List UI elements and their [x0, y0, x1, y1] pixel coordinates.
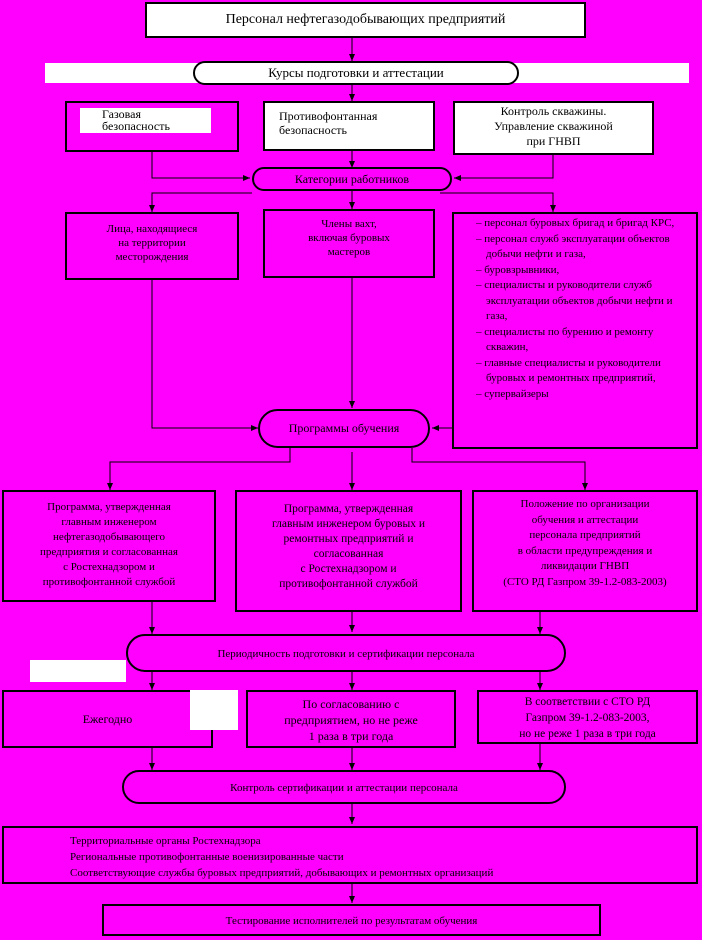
periodicity-sto-line-1: В соответствии с СТО РД — [524, 696, 651, 708]
program-producing-line-2: главным инженером — [61, 516, 157, 528]
periodicity-agreed: По согласованию с предприятием, но не ре… — [246, 690, 456, 748]
arrow-control-to-categories — [454, 155, 554, 181]
periodicity-yearly-text: Ежегодно — [82, 712, 133, 726]
course-type-well-control: Контроль скважины. Управление скважиной … — [453, 101, 654, 155]
category-list-item-text: персонал буровых бригад и бригад КРС, — [484, 217, 675, 229]
control-pill: Контроль сертификации и аттестации персо… — [122, 770, 566, 804]
course-type-gas — [65, 101, 239, 152]
category-list-item-text: специалисты по бурению и ремонту скважин… — [484, 325, 654, 354]
program-drilling-line-3: ремонтных предприятий и — [283, 533, 414, 545]
control-body-line: Территориальные органы Ростехнадзора — [70, 835, 261, 847]
category-crew-line-2: включая буровых — [308, 232, 390, 244]
program-drilling-line-1: Программа, утвержденная — [283, 503, 414, 515]
category-list-item: – буровзрывники, — [476, 263, 560, 276]
category-persons-line-1: Лица, находящиеся — [106, 223, 198, 235]
periodicity-sto: В соответствии с СТО РД Газпром 39-1.2-0… — [477, 690, 698, 744]
periodicity-agreed-line-1: По согласованию с — [302, 697, 400, 711]
periodicity-agreed-line-3: 1 раза в три года — [308, 729, 394, 743]
program-producing-line-5: с Ростехнадзором и — [63, 561, 155, 573]
arrow-programs-to-p3 — [411, 448, 588, 490]
control-text: Контроль сертификации и аттестации персо… — [230, 782, 458, 794]
program-drilling-line-6: противофонтанной службой — [279, 578, 418, 590]
programs-text: Программы обучения — [288, 421, 400, 435]
program-regulation: Положение по организации обучения и атте… — [472, 490, 698, 612]
category-list-item-text: специалисты и руководители служб эксплуа… — [484, 279, 673, 322]
category-persons-line-2: на территории — [118, 237, 186, 249]
program-producing-line-1: Программа, утвержденная — [47, 501, 171, 513]
periodicity-sto-line-3: но не реже 1 раза в три года — [519, 728, 656, 740]
category-list-item: – персонал буровых бригад и бригад КРС, — [476, 217, 675, 229]
category-list-item: – супервайзеры — [476, 387, 549, 400]
program-drilling-line-4: согласованная — [313, 548, 384, 560]
periodicity-pill: Периодичность подготовки и сертификации … — [126, 634, 566, 672]
category-list-item: – персонал служб эксплуатации объектов д… — [476, 232, 670, 261]
category-persons: Лица, находящиеся на территории месторож… — [65, 212, 239, 280]
category-list-item: – специалисты по бурению и ремонту скваж… — [476, 325, 654, 354]
periodicity-sto-line-2: Газпром 39-1.2-083-2003, — [525, 712, 650, 724]
course-type-well-control-line-3: при ГНВП — [526, 134, 581, 148]
testing-box: Тестирование исполнителей по результатам… — [102, 904, 601, 936]
course-type-well-control-line-2: Управление скважиной — [494, 119, 613, 133]
title-box: Персонал нефтегазодобывающих предприятий — [145, 2, 586, 38]
white-patch-left — [30, 660, 126, 682]
testing-text: Тестирование исполнителей по результатам… — [225, 915, 478, 927]
category-list-box: – персонал буровых бригад и бригад КРС, … — [452, 212, 698, 449]
program-regulation-line-3: персонала предприятий — [529, 529, 641, 541]
white-patch-middle — [190, 690, 238, 730]
programs-pill: Программы обучения — [258, 409, 430, 448]
course-type-gas-line-1: Газовая — [102, 107, 141, 121]
title-text: Персонал нефтегазодобывающих предприятий — [225, 12, 506, 27]
category-list-item-text: супервайзеры — [484, 387, 549, 400]
program-producing-line-4: предприятия и согласованная — [40, 546, 178, 558]
program-regulation-line-5: ликвидации ГНВП — [540, 560, 630, 572]
category-list-item: – специалисты и руководители служб экспл… — [476, 279, 673, 322]
category-crew: Члены вахт, включая буровых мастеров — [263, 209, 435, 278]
categories-pill: Категории работников — [252, 167, 452, 191]
category-persons-line-3: месторождения — [115, 251, 189, 263]
program-producing-line-6: противофонтанной службой — [42, 576, 176, 588]
courses-text: Курсы подготовки и аттестации — [268, 65, 444, 80]
control-bodies-box: Территориальные органы Ростехнадзора Рег… — [2, 826, 698, 884]
control-body-line: Региональные противофонтанные военизиров… — [70, 851, 344, 863]
periodicity-yearly: Ежегодно — [2, 690, 213, 748]
course-type-fountain-line-1: Противофонтанная — [279, 109, 378, 123]
program-producing-line-3: нефтегазодобывающего — [53, 531, 165, 543]
program-regulation-line-1: Положение по организации — [520, 498, 650, 510]
program-producing: Программа, утвержденная главным инженеро… — [2, 490, 216, 602]
category-list-item-text: главные специалисты и руководители буров… — [484, 356, 661, 385]
arrow-gas-to-categories — [151, 152, 250, 181]
arrow-persons-to-programs — [151, 280, 258, 431]
program-drilling: Программа, утвержденная главным инженеро… — [235, 490, 462, 612]
program-regulation-line-4: в области предупреждения и — [517, 544, 653, 557]
category-crew-line-3: мастеров — [327, 246, 371, 258]
control-body-line: Соответствующие службы буровых предприят… — [70, 867, 494, 879]
categories-text: Категории работников — [294, 172, 410, 186]
program-drilling-line-2: главным инженером буровых и — [272, 518, 425, 530]
course-type-well-control-line-1: Контроль скважины. — [500, 104, 607, 118]
arrow-categories-to-list — [440, 192, 556, 212]
category-crew-line-1: Члены вахт, — [321, 218, 377, 230]
course-type-gas-line-2: безопасность — [102, 119, 170, 133]
category-list-item: – главные специалисты и руководители бур… — [476, 356, 661, 385]
program-drilling-line-5: с Ростехнадзором и — [300, 563, 397, 575]
periodicity-agreed-line-2: предприятием, но не реже — [284, 713, 418, 727]
course-type-fountain: Противофонтанная безопасность — [263, 101, 435, 151]
program-regulation-line-2: обучения и аттестации — [531, 513, 639, 526]
program-regulation-line-6: (СТО РД Газпром 39-1.2-083-2003) — [503, 575, 667, 588]
course-type-fountain-line-2: безопасность — [279, 123, 347, 137]
arrow-categories-to-persons — [149, 192, 252, 212]
category-list-item-text: буровзрывники, — [484, 263, 560, 276]
periodicity-text: Периодичность подготовки и сертификации … — [217, 648, 475, 660]
arrow-programs-to-p1 — [107, 448, 291, 490]
course-type-gas-label: Газовая безопасность — [80, 108, 211, 133]
category-list-item-text: персонал служб эксплуатации объектов доб… — [484, 232, 670, 261]
courses-pill: Курсы подготовки и аттестации — [193, 61, 519, 85]
